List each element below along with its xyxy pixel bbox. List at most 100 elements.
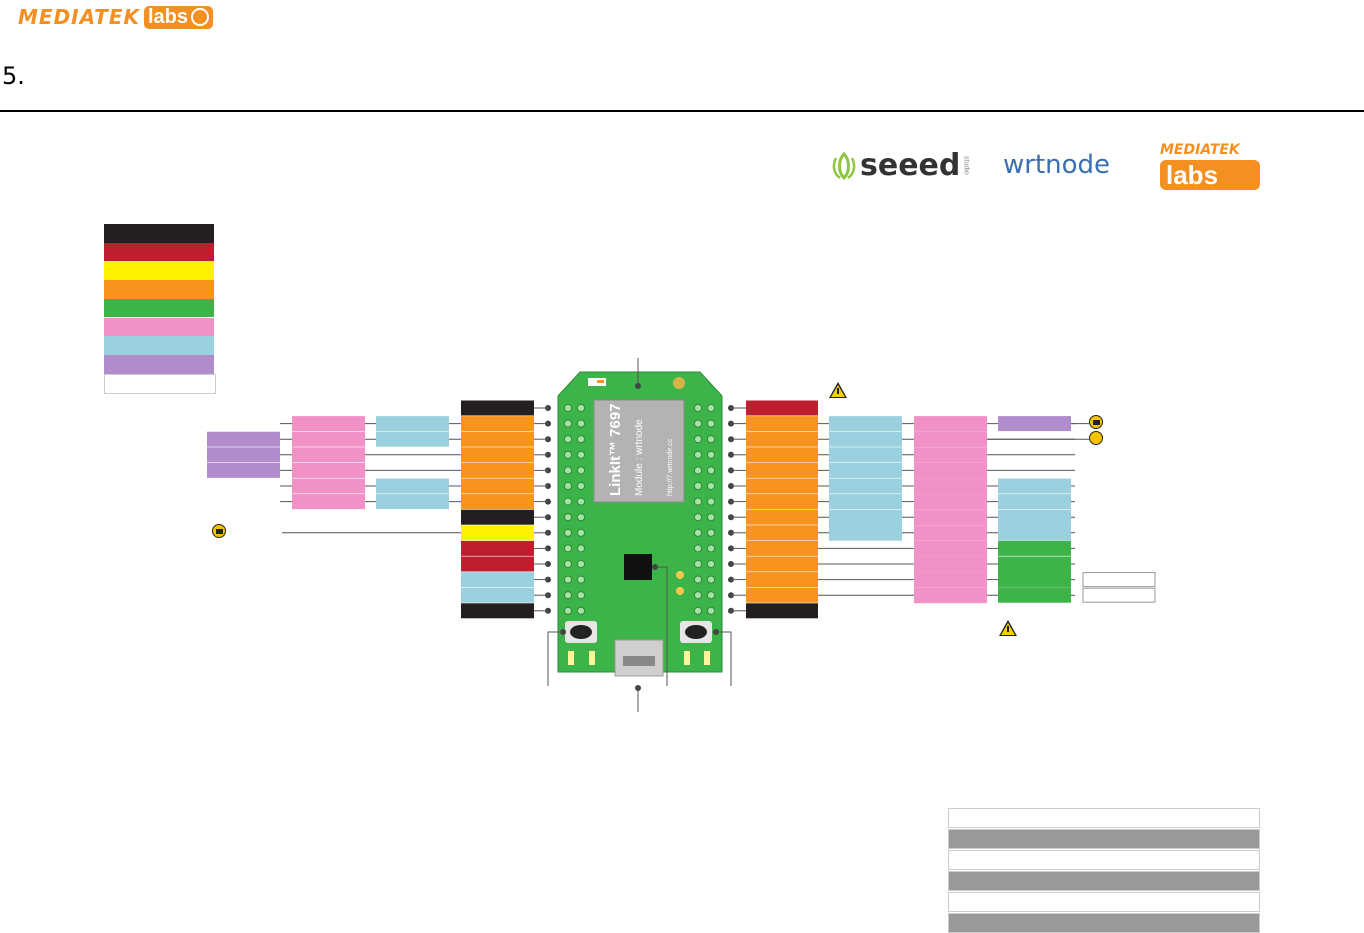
module-shield xyxy=(593,399,685,503)
right-pin-label xyxy=(746,587,818,603)
left-pin-function xyxy=(376,494,449,510)
left-pin-function xyxy=(207,447,280,463)
pin-hole xyxy=(563,575,573,584)
pin-hole xyxy=(693,481,703,491)
table-row xyxy=(948,913,1260,933)
legend-swatch xyxy=(104,261,214,281)
pin-hole xyxy=(706,435,716,444)
right-pin-function xyxy=(829,447,902,463)
pin-hole xyxy=(563,435,573,444)
mediatek-labs-partner-logo: MEDIATEK labs xyxy=(1160,142,1260,190)
left-pin-label xyxy=(461,494,534,510)
callout-dot xyxy=(635,383,641,389)
left-pin-label xyxy=(461,509,534,525)
callout-dot xyxy=(560,629,566,635)
pin-hole xyxy=(693,513,703,522)
led-1 xyxy=(568,651,574,665)
pin-hole xyxy=(693,403,703,413)
download-icon xyxy=(1089,431,1103,445)
section-number: 5. xyxy=(2,62,25,90)
pin-hole xyxy=(693,528,703,537)
labs-gear-icon xyxy=(191,8,210,26)
right-pin-label xyxy=(746,603,818,619)
pin-hole xyxy=(693,450,703,459)
module-name: LinkIt™ 7697 xyxy=(607,403,624,496)
right-pin-function xyxy=(998,478,1071,494)
table-row xyxy=(948,892,1260,912)
left-pin-function xyxy=(292,447,365,463)
led-3 xyxy=(684,651,690,665)
header-divider xyxy=(0,110,1364,112)
left-pin-label xyxy=(461,525,534,541)
left-pin-function xyxy=(376,478,449,494)
left-pin-function xyxy=(207,431,280,447)
right-pin-function xyxy=(914,587,987,604)
right-pin-function xyxy=(998,494,1071,510)
right-pin-label xyxy=(746,447,818,463)
left-pin-label xyxy=(461,556,534,572)
pin-hole xyxy=(693,435,703,444)
right-pin-label xyxy=(746,462,818,478)
right-pin-function xyxy=(914,556,987,572)
right-pin-function xyxy=(998,587,1071,603)
pin-hole xyxy=(576,606,586,615)
left-pin-function xyxy=(292,416,365,432)
right-pin-function xyxy=(829,416,902,432)
right-pin-label xyxy=(746,416,818,432)
pin-hole xyxy=(563,513,573,522)
right-pin-function xyxy=(914,509,987,526)
pin-hole xyxy=(563,591,573,600)
left-pin-label xyxy=(461,431,534,447)
pin-hole xyxy=(693,544,703,553)
brand-box: labs xyxy=(143,5,214,29)
right-pin-function xyxy=(914,478,987,494)
right-pin-function xyxy=(829,478,902,494)
pin-hole xyxy=(693,591,703,600)
pin-hole xyxy=(706,606,716,615)
legend-swatch xyxy=(104,242,214,262)
legend-swatch xyxy=(104,354,214,374)
legend-swatch xyxy=(104,317,214,337)
left-pin-label xyxy=(461,447,534,463)
usr-callout xyxy=(716,631,732,686)
right-pin-label xyxy=(746,494,818,510)
table-row xyxy=(948,808,1260,828)
left-pin-label xyxy=(461,478,534,494)
mediatek-word: MEDIATEK xyxy=(1160,142,1240,158)
module-sub: Module : wrtnode xyxy=(634,419,645,496)
warning-icon xyxy=(829,382,847,398)
pin-hole xyxy=(693,419,703,428)
seeed-leaf-icon xyxy=(832,151,856,180)
module-url: http://7.wrtnode.cc xyxy=(667,438,674,496)
pin-hole xyxy=(563,606,573,615)
right-pin-label xyxy=(746,400,818,416)
warning-icon xyxy=(999,620,1017,636)
right-pin-function xyxy=(998,509,1071,541)
pin-hole xyxy=(706,419,716,428)
power-icon xyxy=(1089,415,1103,429)
legend-swatch xyxy=(104,373,216,395)
pin-hole xyxy=(706,403,716,413)
left-pin-label xyxy=(461,603,534,619)
brand-name: MEDIATEK xyxy=(18,5,140,29)
left-pin-function xyxy=(207,462,280,478)
right-pin-function xyxy=(1082,572,1156,588)
wrtnode-logo: wrtnode xyxy=(1003,150,1110,180)
pin-hole xyxy=(563,544,573,553)
pin-hole xyxy=(706,559,716,569)
left-pin-function xyxy=(292,494,365,510)
led-4 xyxy=(704,651,710,665)
legend-swatch xyxy=(104,280,214,299)
left-pin-label xyxy=(461,462,534,478)
pin-hole xyxy=(576,419,586,428)
pin-hole xyxy=(563,497,573,506)
left-pin-function xyxy=(376,431,449,447)
usb-chip xyxy=(624,554,652,580)
pin-hole xyxy=(576,435,586,444)
pin-hole xyxy=(576,575,586,584)
pin-hole xyxy=(706,575,716,584)
pin-hole xyxy=(576,559,586,569)
right-pin-function xyxy=(998,416,1071,432)
pin-hole xyxy=(563,419,573,428)
